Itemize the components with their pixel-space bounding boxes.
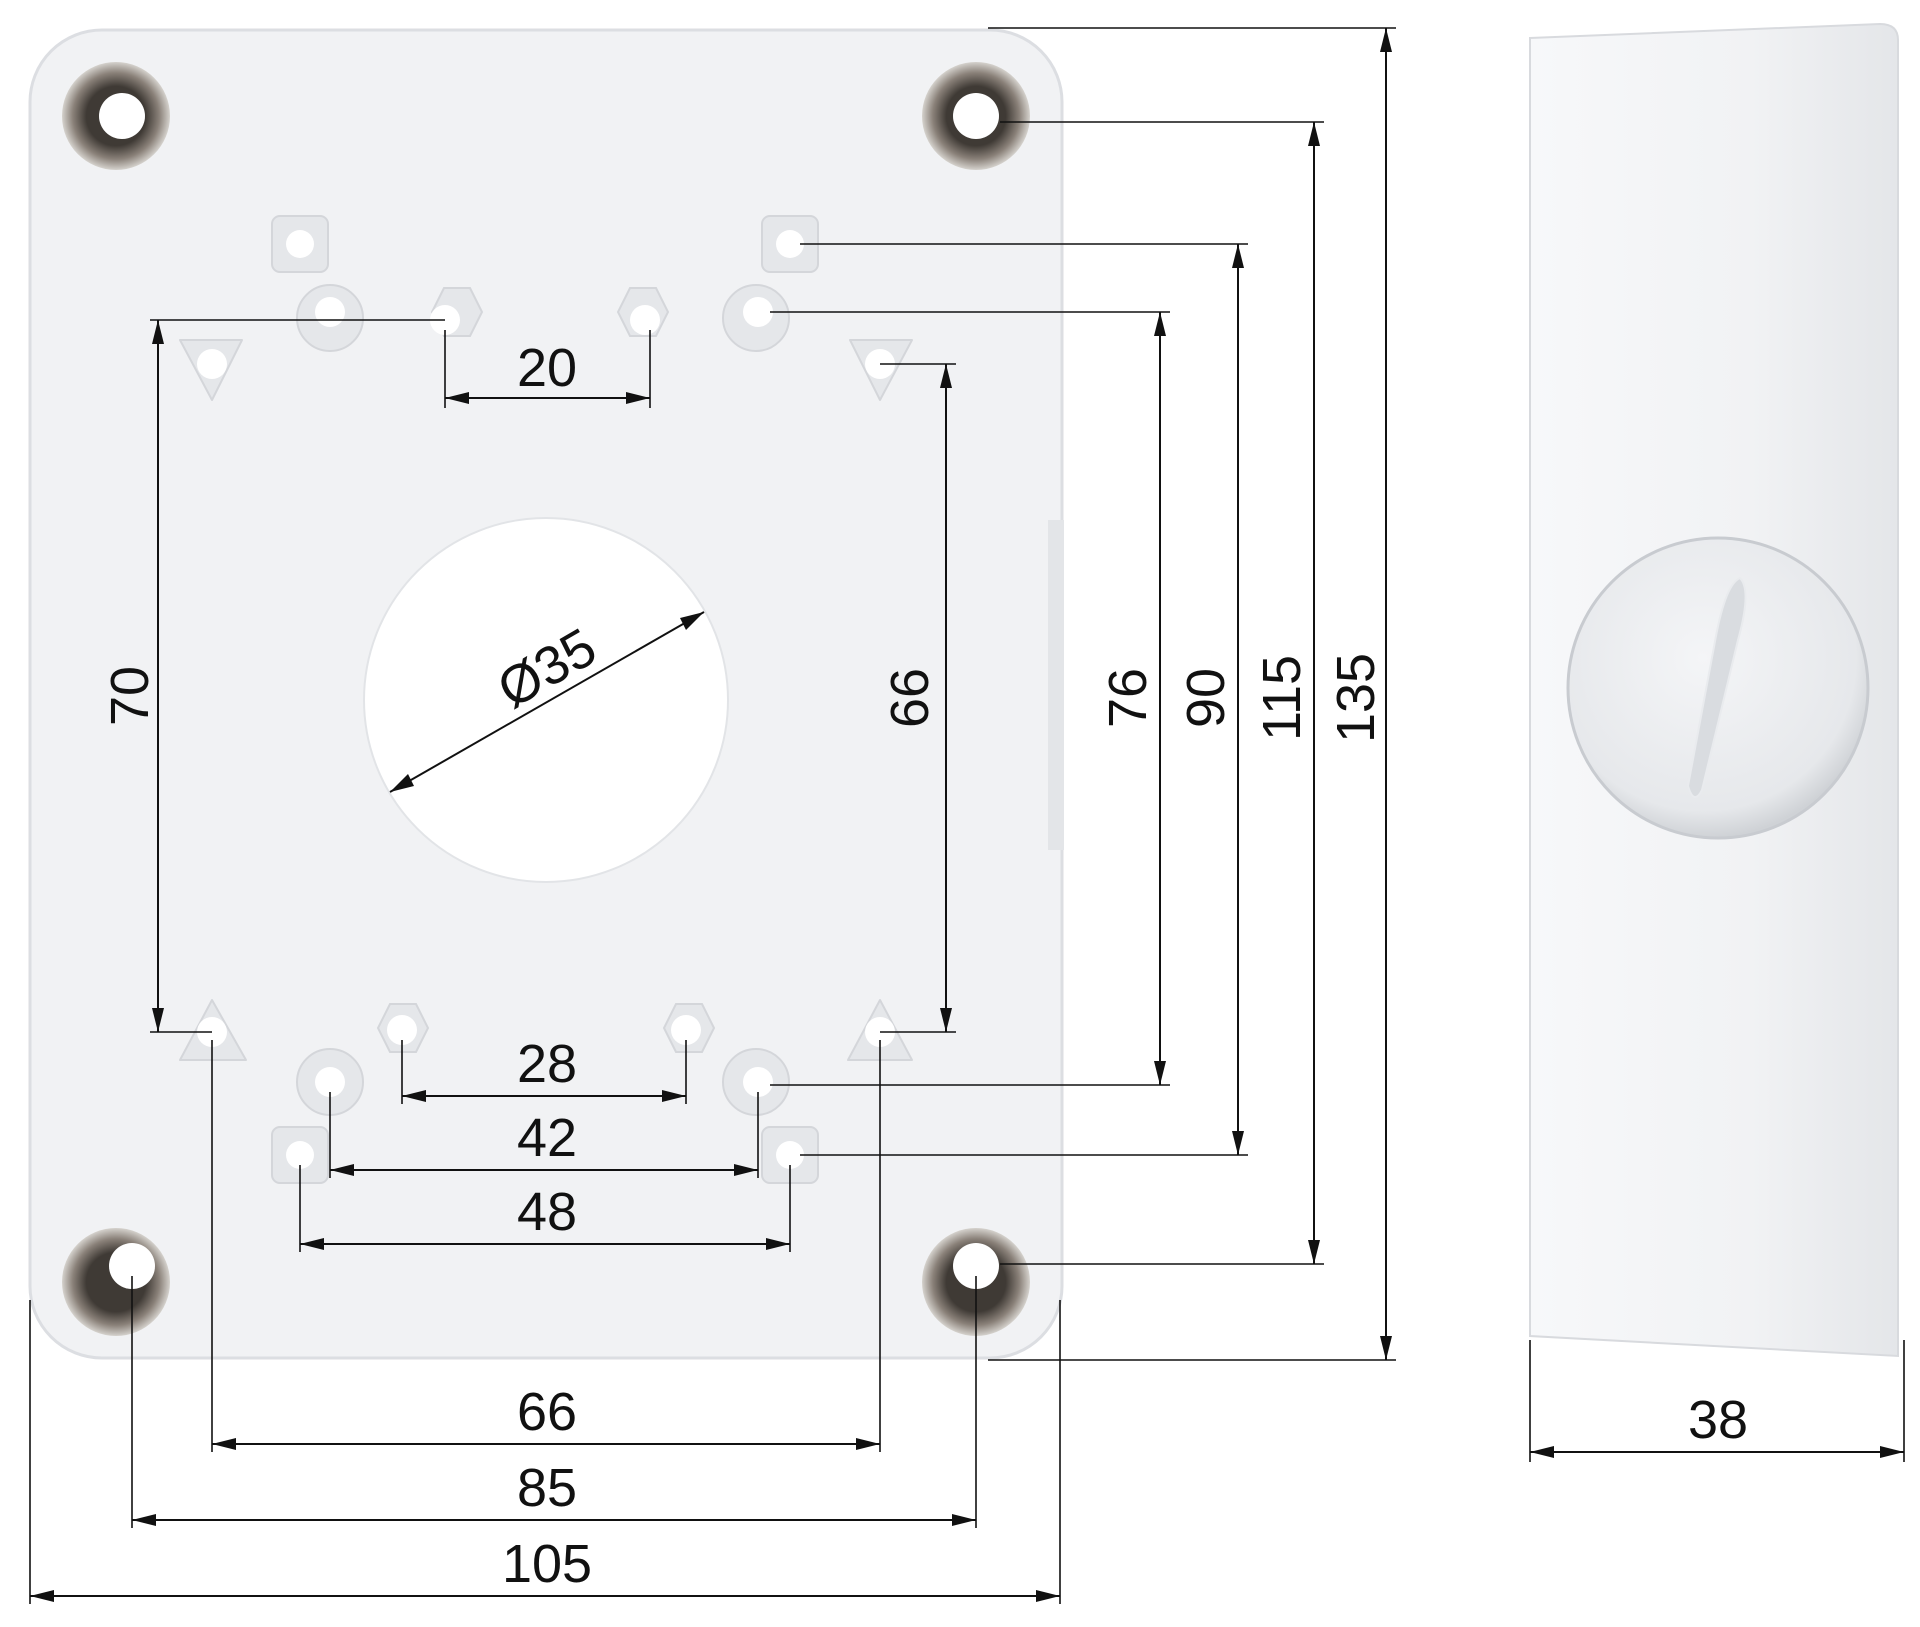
side-view bbox=[1529, 22, 1899, 1358]
round-hole-lower-left bbox=[296, 1048, 364, 1116]
triangle-hole-top-left bbox=[179, 339, 243, 401]
square-hole-top-left bbox=[271, 215, 329, 273]
corner-hole-top-left bbox=[62, 62, 170, 170]
label-70: 70 bbox=[100, 666, 160, 726]
center-cable-hole bbox=[363, 517, 729, 883]
corner-hole-bottom-left bbox=[62, 1228, 170, 1336]
plate-side-edge bbox=[1048, 520, 1064, 850]
screw-cap-icon bbox=[1566, 536, 1870, 840]
label-90: 90 bbox=[1176, 668, 1236, 728]
label-115: 115 bbox=[1252, 655, 1312, 741]
hex-hole-bottom-left bbox=[376, 1003, 430, 1053]
dimension-lines bbox=[29, 27, 1905, 1604]
round-hole-upper-left bbox=[296, 284, 364, 352]
label-42: 42 bbox=[517, 1108, 577, 1168]
label-20: 20 bbox=[517, 338, 577, 398]
round-hole-upper-right bbox=[722, 284, 790, 352]
label-76: 76 bbox=[1098, 668, 1158, 728]
label-135: 135 bbox=[1326, 653, 1386, 743]
mounting-plate bbox=[28, 28, 1064, 1360]
label-66-bottom: 66 bbox=[517, 1382, 577, 1442]
dimension-labels: 20 70 66 Ø35 28 42 48 76 90 115 135 66 8… bbox=[100, 338, 1748, 1594]
label-105: 105 bbox=[502, 1534, 592, 1594]
label-85: 85 bbox=[517, 1458, 577, 1518]
corner-hole-top-right bbox=[922, 62, 1030, 170]
label-28: 28 bbox=[517, 1034, 577, 1094]
hex-hole-top-right bbox=[616, 287, 670, 337]
round-hole-lower-right bbox=[722, 1048, 790, 1116]
hex-hole-bottom-right bbox=[662, 1003, 716, 1053]
label-66-right: 66 bbox=[880, 668, 940, 728]
square-hole-top-right bbox=[761, 215, 819, 273]
label-38: 38 bbox=[1688, 1390, 1748, 1450]
label-48: 48 bbox=[517, 1182, 577, 1242]
